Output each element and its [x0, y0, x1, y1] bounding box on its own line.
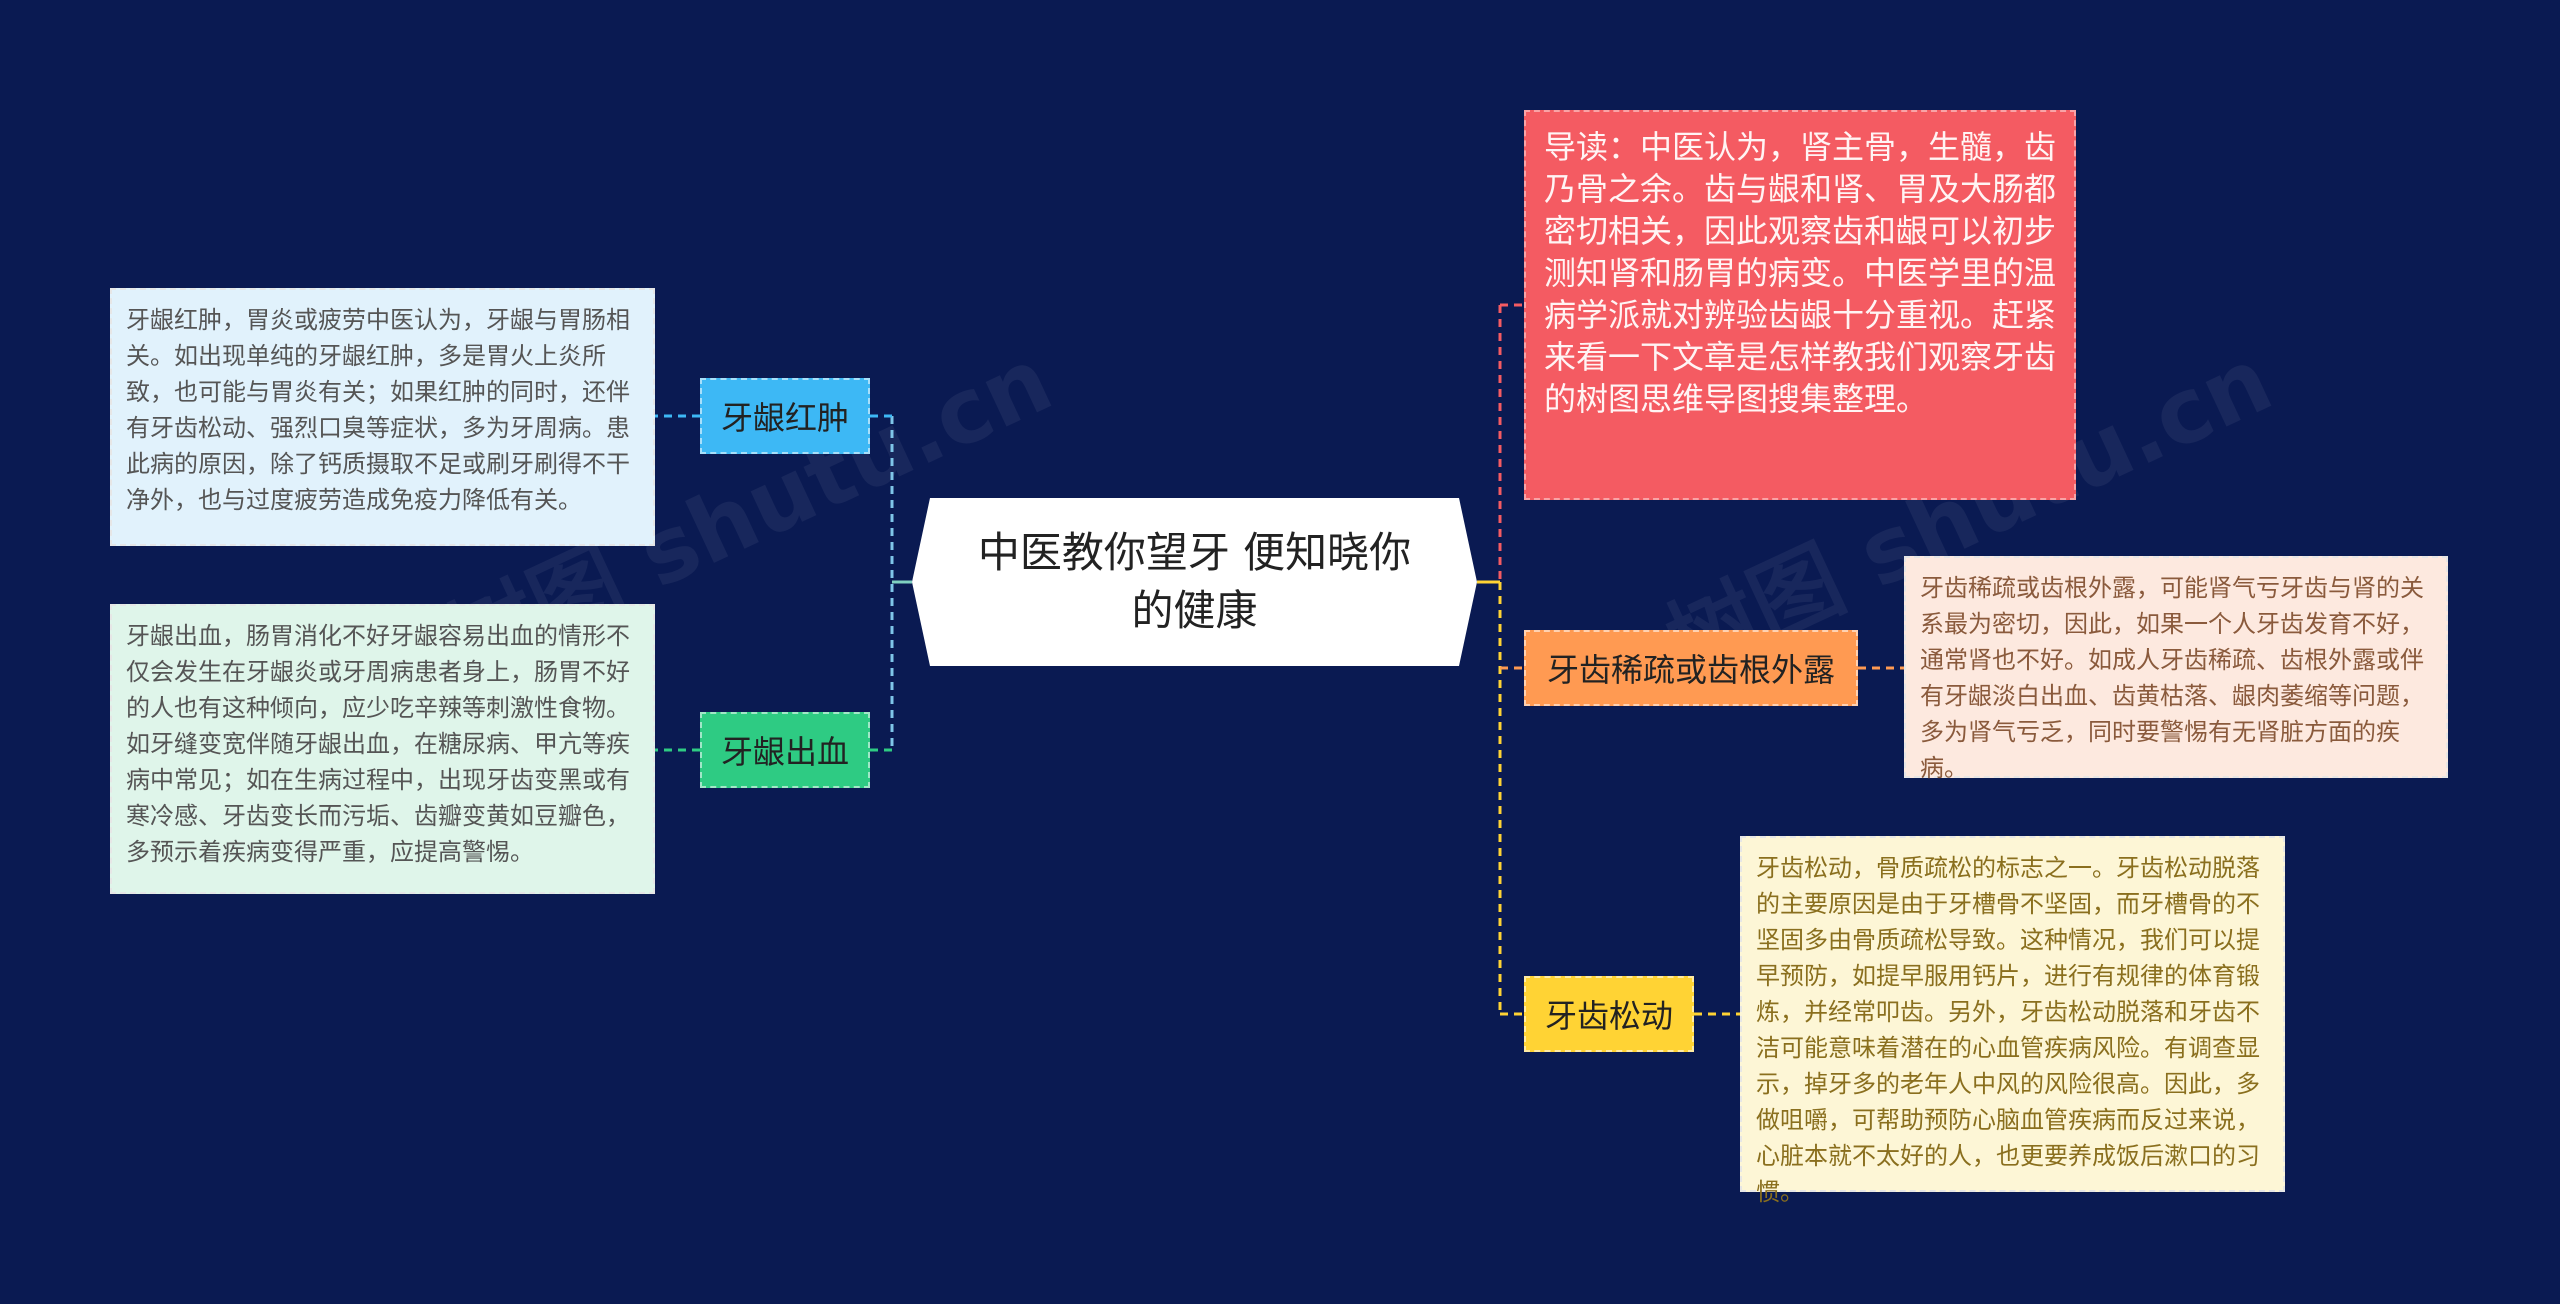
hexagon-shape	[912, 498, 1477, 666]
leaf-sparse-teeth-detail[interactable]: 牙齿稀疏或齿根外露，可能肾气亏牙齿与肾的关系最为密切，因此，如果一个人牙齿发育不…	[1904, 556, 2448, 782]
branch-loose-teeth[interactable]: 牙齿松动	[1524, 976, 1694, 1052]
branch-gum-swelling[interactable]: 牙龈红肿	[700, 378, 870, 454]
leaf-gum-bleeding-detail[interactable]: 牙龈出血，肠胃消化不好牙龈容易出血的情形不仅会发生在牙龈炎或牙周病患者身上，肠胃…	[110, 604, 655, 894]
central-topic-label: 中医教你望牙 便知晓你的健康	[977, 528, 1412, 635]
intro-note[interactable]: 导读：中医认为，肾主骨，生髓，齿乃骨之余。齿与龈和肾、胃及大肠都密切相关，因此观…	[1524, 110, 2076, 500]
branch-gum-bleeding[interactable]: 牙龈出血	[700, 712, 870, 788]
branch-sparse-teeth[interactable]: 牙齿稀疏或齿根外露	[1524, 630, 1858, 706]
leaf-gum-swelling-detail[interactable]: 牙龈红肿，胃炎或疲劳中医认为，牙龈与胃肠相关。如出现单纯的牙龈红肿，多是胃火上炎…	[110, 288, 655, 546]
central-topic[interactable]: 中医教你望牙 便知晓你的健康	[912, 498, 1477, 666]
leaf-loose-teeth-detail[interactable]: 牙齿松动，骨质疏松的标志之一。牙齿松动脱落的主要原因是由于牙槽骨不坚固，而牙槽骨…	[1740, 836, 2285, 1206]
